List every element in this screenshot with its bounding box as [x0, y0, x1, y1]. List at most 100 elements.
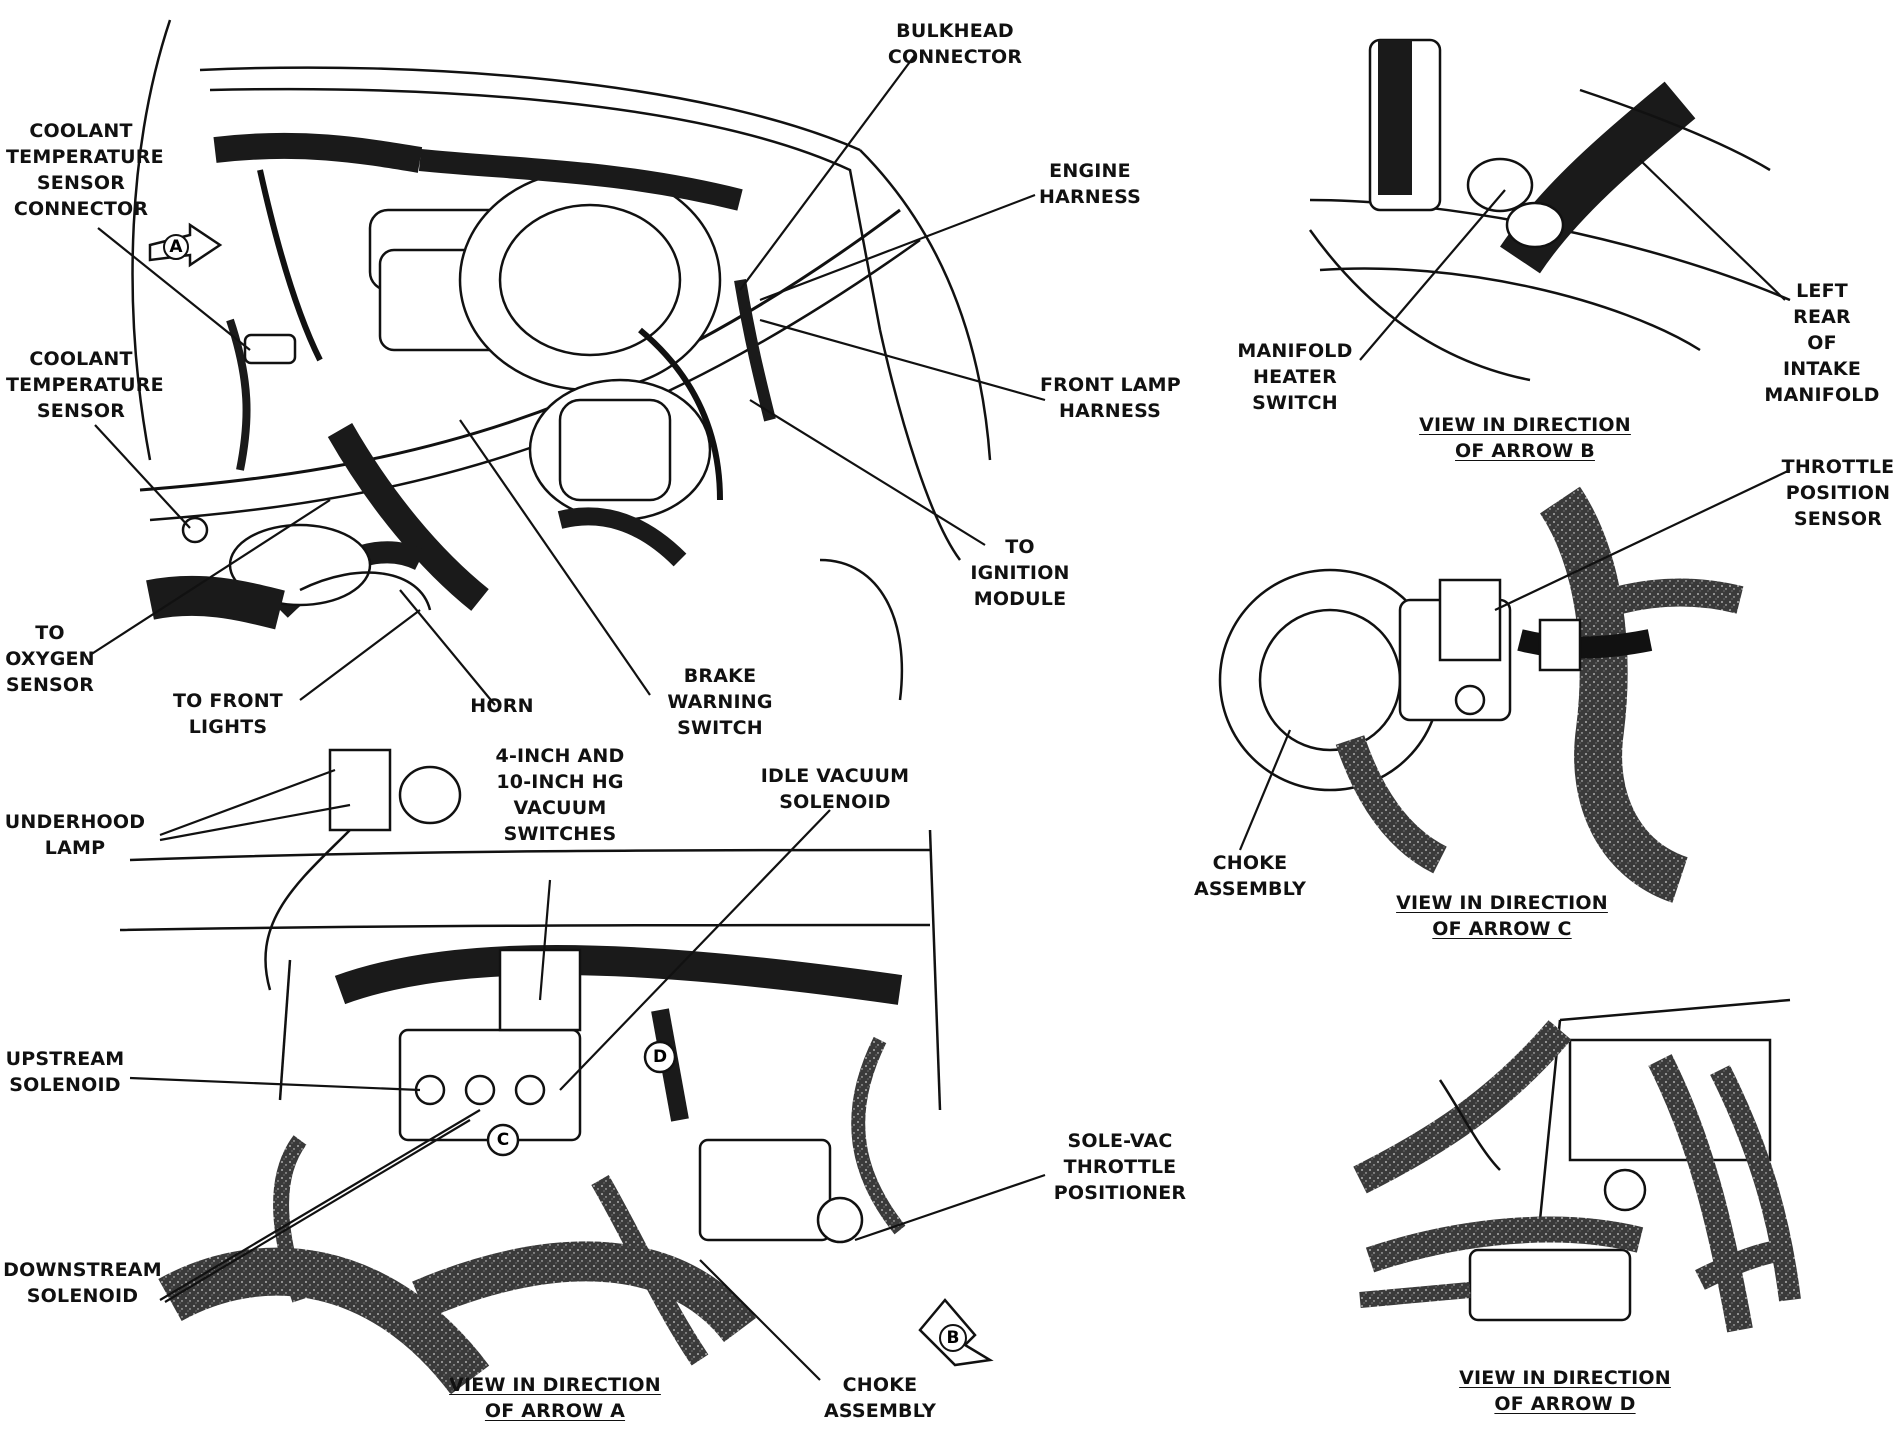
label-line: SENSOR [1793, 508, 1883, 530]
label-sole-vac-throttle-positioner: SOLE-VAC THROTTLE POSITIONER [1045, 1128, 1195, 1206]
label-line: DOWNSTREAM [3, 1259, 162, 1281]
label-line: CHOKE [1212, 852, 1288, 874]
label-line: COOLANT [29, 348, 133, 370]
engine-bay-view [131, 19, 992, 701]
label-front-lamp-harness: FRONT LAMP HARNESS [1040, 372, 1181, 424]
caption-view-d: VIEW IN DIRECTION OF ARROW D [1455, 1365, 1675, 1417]
label-line: SOLENOID [26, 1285, 139, 1307]
label-to-oxygen-sensor: TO OXYGEN SENSOR [0, 620, 100, 698]
arrow-c-letter: C [496, 1130, 510, 1150]
view-c [1218, 486, 1744, 903]
caption-view-a: VIEW IN DIRECTION OF ARROW A [445, 1372, 665, 1424]
label-line: COOLANT [29, 120, 133, 142]
label-line: LAMP [44, 837, 106, 859]
label-line: OF ARROW B [1455, 440, 1595, 462]
label-line: HARNESS [1058, 400, 1162, 422]
label-line: HORN [470, 695, 534, 717]
label-vacuum-switches: 4-INCH AND 10-INCH HG VACUUM SWITCHES [475, 743, 645, 847]
view-d [1353, 998, 1801, 1333]
label-line: POSITION [1785, 482, 1891, 504]
label-line: SWITCH [1252, 392, 1338, 414]
label-brake-warning-switch: BRAKE WARNING SWITCH [660, 663, 780, 741]
label-line: MANIFOLD [1237, 340, 1353, 362]
label-line: ENGINE [1049, 160, 1131, 182]
label-throttle-position-sensor: THROTTLE POSITION SENSOR [1778, 454, 1898, 532]
label-line: FRONT LAMP [1040, 374, 1181, 396]
label-line: THROTTLE [1063, 1156, 1177, 1178]
label-line: OF ARROW C [1432, 918, 1572, 940]
label-upstream-solenoid: UPSTREAM SOLENOID [0, 1046, 130, 1098]
label-line: BULKHEAD [896, 20, 1014, 42]
label-line: UNDERHOOD [4, 811, 146, 833]
label-downstream-solenoid: DOWNSTREAM SOLENOID [0, 1257, 165, 1309]
arrow-a-letter: A [169, 237, 183, 257]
label-line: OF [1807, 332, 1837, 354]
label-line: CONNECTOR [13, 198, 149, 220]
leader-lines [89, 54, 1791, 1381]
label-line: UPSTREAM [5, 1048, 125, 1070]
label-line: TO [1005, 536, 1035, 558]
label-line: ASSEMBLY [1193, 878, 1307, 900]
label-line: IGNITION [970, 562, 1070, 584]
label-line: OF ARROW D [1494, 1393, 1636, 1415]
label-to-front-lights: TO FRONT LIGHTS [168, 688, 288, 740]
arrow-b-letter: B [946, 1328, 960, 1348]
label-engine-harness: ENGINE HARNESS [1030, 158, 1150, 210]
label-line: MANIFOLD [1764, 384, 1880, 406]
label-idle-vacuum-solenoid: IDLE VACUUM SOLENOID [750, 763, 920, 815]
label-line: VIEW IN DIRECTION [1396, 892, 1608, 914]
label-line: VIEW IN DIRECTION [449, 1374, 661, 1396]
label-line: HARNESS [1038, 186, 1142, 208]
arrow-d-marker [643, 1040, 677, 1074]
label-line: 10-INCH HG [496, 771, 624, 793]
caption-view-b: VIEW IN DIRECTION OF ARROW B [1415, 412, 1635, 464]
label-line: SENSOR [5, 674, 95, 696]
label-line: OXYGEN [5, 648, 95, 670]
label-line: WARNING [667, 691, 773, 713]
label-line: TO FRONT [173, 690, 283, 712]
label-line: SOLE-VAC [1067, 1130, 1173, 1152]
label-line: MODULE [973, 588, 1067, 610]
label-line: VACUUM [513, 797, 607, 819]
label-horn: HORN [462, 693, 542, 719]
label-line: 4-INCH AND [495, 745, 625, 767]
label-line: IDLE VACUUM [760, 765, 910, 787]
label-coolant-temp-sensor-connector: COOLANT TEMPERATURE SENSOR CONNECTOR [6, 118, 164, 222]
label-line: CONNECTOR [887, 46, 1023, 68]
arrow-d-letter: D [652, 1047, 668, 1067]
label-line: SENSOR [36, 172, 126, 194]
arrow-c-marker [486, 1123, 520, 1157]
label-line: SOLENOID [9, 1074, 121, 1096]
label-line: INTAKE [1782, 358, 1862, 380]
label-left-rear-intake-manifold: LEFT REAR OF INTAKE MANIFOLD [1748, 278, 1896, 408]
label-line: TEMPERATURE [6, 374, 164, 396]
label-line: POSITIONER [1053, 1182, 1187, 1204]
label-line: HEATER [1253, 366, 1337, 388]
label-line: TEMPERATURE [6, 146, 164, 168]
label-line: VIEW IN DIRECTION [1419, 414, 1631, 436]
label-line: CHOKE [842, 1374, 918, 1396]
label-line: BRAKE [683, 665, 757, 687]
label-underhood-lamp: UNDERHOOD LAMP [0, 809, 150, 861]
label-line: ASSEMBLY [823, 1400, 937, 1422]
label-line: LEFT [1796, 280, 1848, 302]
view-b [1308, 38, 1791, 382]
caption-view-c: VIEW IN DIRECTION OF ARROW C [1392, 890, 1612, 942]
label-choke-assembly-c: CHOKE ASSEMBLY [1185, 850, 1315, 902]
label-line: TO [35, 622, 65, 644]
label-coolant-temp-sensor: COOLANT TEMPERATURE SENSOR [6, 346, 164, 424]
label-line: OF ARROW A [484, 1400, 626, 1422]
label-line: LIGHTS [188, 716, 268, 738]
label-line: THROTTLE [1781, 456, 1895, 478]
label-line: SENSOR [36, 400, 126, 422]
arrow-b-marker [918, 1298, 994, 1367]
label-bulkhead-connector: BULKHEAD CONNECTOR [870, 18, 1040, 70]
label-line: SWITCH [677, 717, 763, 739]
label-line: VIEW IN DIRECTION [1459, 1367, 1671, 1389]
label-manifold-heater-switch: MANIFOLD HEATER SWITCH [1230, 338, 1360, 416]
arrow-a-marker [148, 222, 223, 268]
label-line: SWITCHES [503, 823, 617, 845]
label-line: REAR [1793, 306, 1851, 328]
label-line: SOLENOID [779, 791, 891, 813]
